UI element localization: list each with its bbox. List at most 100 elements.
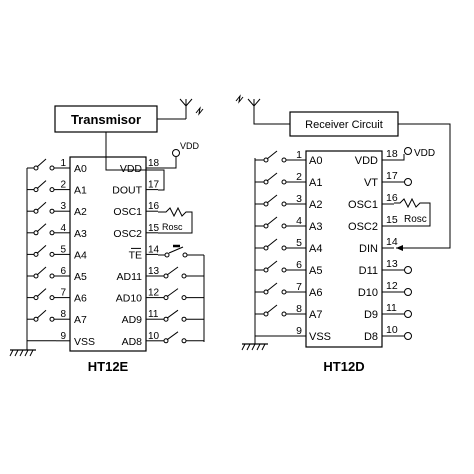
tx-right-pin-name: VDD <box>120 163 143 175</box>
tx-left-pin-number: 6 <box>60 266 66 277</box>
rx-right-pin-name: D8 <box>364 331 378 343</box>
rx-output-terminal-icon <box>404 332 412 340</box>
tx-right-pin-number: 10 <box>148 331 160 342</box>
rx-left-pin-name: A0 <box>309 155 322 167</box>
ht12e-chip <box>69 156 147 352</box>
rx-address-switch-icon <box>255 282 292 295</box>
tx-right-pin-number: 11 <box>148 309 159 320</box>
tx-address-switch-icon <box>27 309 56 322</box>
rx-address-switch-icon <box>255 194 292 207</box>
rx-left-pin-number: 1 <box>296 149 302 161</box>
rx-address-switch-icon <box>255 238 292 251</box>
rx-address-switch-icon <box>255 150 292 163</box>
rx-right-pin-number: 16 <box>386 192 398 204</box>
rx-address-switch-icon <box>255 216 292 229</box>
tx-ground-icon <box>9 349 36 357</box>
tx-left-pin-name: A6 <box>74 293 87 305</box>
rx-left-pin-number: 5 <box>296 237 302 249</box>
tx-rosc-label: Rosc <box>162 222 183 232</box>
rx-right-pin-number: 13 <box>386 258 398 270</box>
rx-left-pin-name: A3 <box>309 221 322 233</box>
rx-address-switch-icon <box>255 304 292 317</box>
tx-left-pin-name: A3 <box>74 228 87 240</box>
rx-left-pin-name: A7 <box>309 309 322 321</box>
rx-vdd-label: VDD <box>414 148 435 159</box>
receiver-antenna-icon <box>235 94 290 125</box>
tx-right-pin-number: 17 <box>148 180 160 191</box>
tx-left-pin-name: VSS <box>74 336 95 348</box>
rx-left-pin-number: 4 <box>296 215 302 227</box>
rx-right-pin-name: D9 <box>364 309 378 321</box>
transmitter-antenna-icon <box>157 98 204 120</box>
rx-output-terminal-icon <box>404 310 412 318</box>
rx-right-pin-number: 12 <box>386 280 398 292</box>
tx-left-pin-number: 3 <box>60 201 66 212</box>
rx-address-switch-icon <box>255 172 292 185</box>
tx-right-pin-name: AD8 <box>122 336 143 348</box>
rx-left-pin-name: A4 <box>309 243 322 255</box>
transmitter-block-label: Transmisor <box>71 112 141 127</box>
rx-right-pin-number: 17 <box>386 170 398 182</box>
rx-left-pin-name: A5 <box>309 265 322 277</box>
tx-address-switch-icon <box>27 180 56 193</box>
tx-address-switch-icon <box>27 266 56 279</box>
rx-rosc-resistor-icon <box>394 197 431 227</box>
rx-right-pin-number: 10 <box>386 324 398 336</box>
tx-right-pin-name: DOUT <box>112 185 142 197</box>
tx-left-pin-name: A1 <box>74 185 87 197</box>
rx-left-pin-name: A1 <box>309 177 322 189</box>
rx-left-pin-name: A2 <box>309 199 322 211</box>
tx-data-switch-icon <box>158 331 204 344</box>
tx-left-pin-number: 1 <box>60 158 66 169</box>
rx-right-pin-name: D10 <box>358 287 378 299</box>
dout-wire <box>105 132 165 191</box>
tx-right-pin-name: OSC2 <box>113 228 142 240</box>
tx-left-pin-number: 7 <box>60 288 66 299</box>
rx-right-pin-name: VDD <box>355 155 378 167</box>
transmitter-block <box>54 105 158 133</box>
rx-left-pin-number: 3 <box>296 193 302 205</box>
tx-vdd-wire <box>158 157 177 169</box>
tx-address-switch-icon <box>27 223 56 236</box>
tx-vdd-label: VDD <box>180 141 200 151</box>
receiver-block-label: Receiver Circuit <box>305 119 383 131</box>
rx-left-pin-name: VSS <box>309 331 331 343</box>
tx-left-pin-number: 8 <box>60 309 66 320</box>
tx-address-switch-icon <box>27 288 56 301</box>
rx-right-pin-number: 11 <box>386 302 397 314</box>
tx-left-pin-number: 5 <box>60 244 66 255</box>
tx-right-pin-name: AD9 <box>122 314 143 326</box>
rx-vdd-terminal-icon <box>404 147 412 155</box>
rx-address-switch-icon <box>255 260 292 273</box>
tx-left-pin-name: A0 <box>74 163 87 175</box>
tx-left-pin-name: A5 <box>74 271 87 283</box>
rx-output-terminal-icon <box>404 288 412 296</box>
tx-left-pin-number: 4 <box>60 223 66 234</box>
rx-right-pin-number: 14 <box>386 236 398 248</box>
rx-right-pin-name: VT <box>364 177 378 189</box>
rx-output-terminal-icon <box>404 266 412 274</box>
tx-address-switch-icon <box>27 245 56 257</box>
tx-right-pin-number: 18 <box>148 158 160 169</box>
tx-rosc-resistor-icon <box>158 206 193 234</box>
rx-rosc-label: Rosc <box>404 214 427 225</box>
rx-left-pin-number: 6 <box>296 259 302 271</box>
rx-left-pin-name: A6 <box>309 287 322 299</box>
tx-right-pin-name: AD11 <box>117 271 143 283</box>
tx-data-switch-icon <box>158 288 204 301</box>
rx-vdd-wire <box>394 154 405 161</box>
tx-left-pin-name: A4 <box>74 249 87 261</box>
tx-right-pin-number: 15 <box>148 223 160 234</box>
rx-right-pin-name: OSC2 <box>348 221 378 233</box>
rx-left-pin-number: 8 <box>296 303 302 315</box>
receiver-block <box>289 111 399 137</box>
rx-right-pin-name: DIN <box>359 243 378 255</box>
rx-left-pin-number: 9 <box>296 325 302 337</box>
tx-right-pin-name: AD10 <box>116 293 142 305</box>
ht12e-chip-label: HT12E <box>88 359 129 374</box>
